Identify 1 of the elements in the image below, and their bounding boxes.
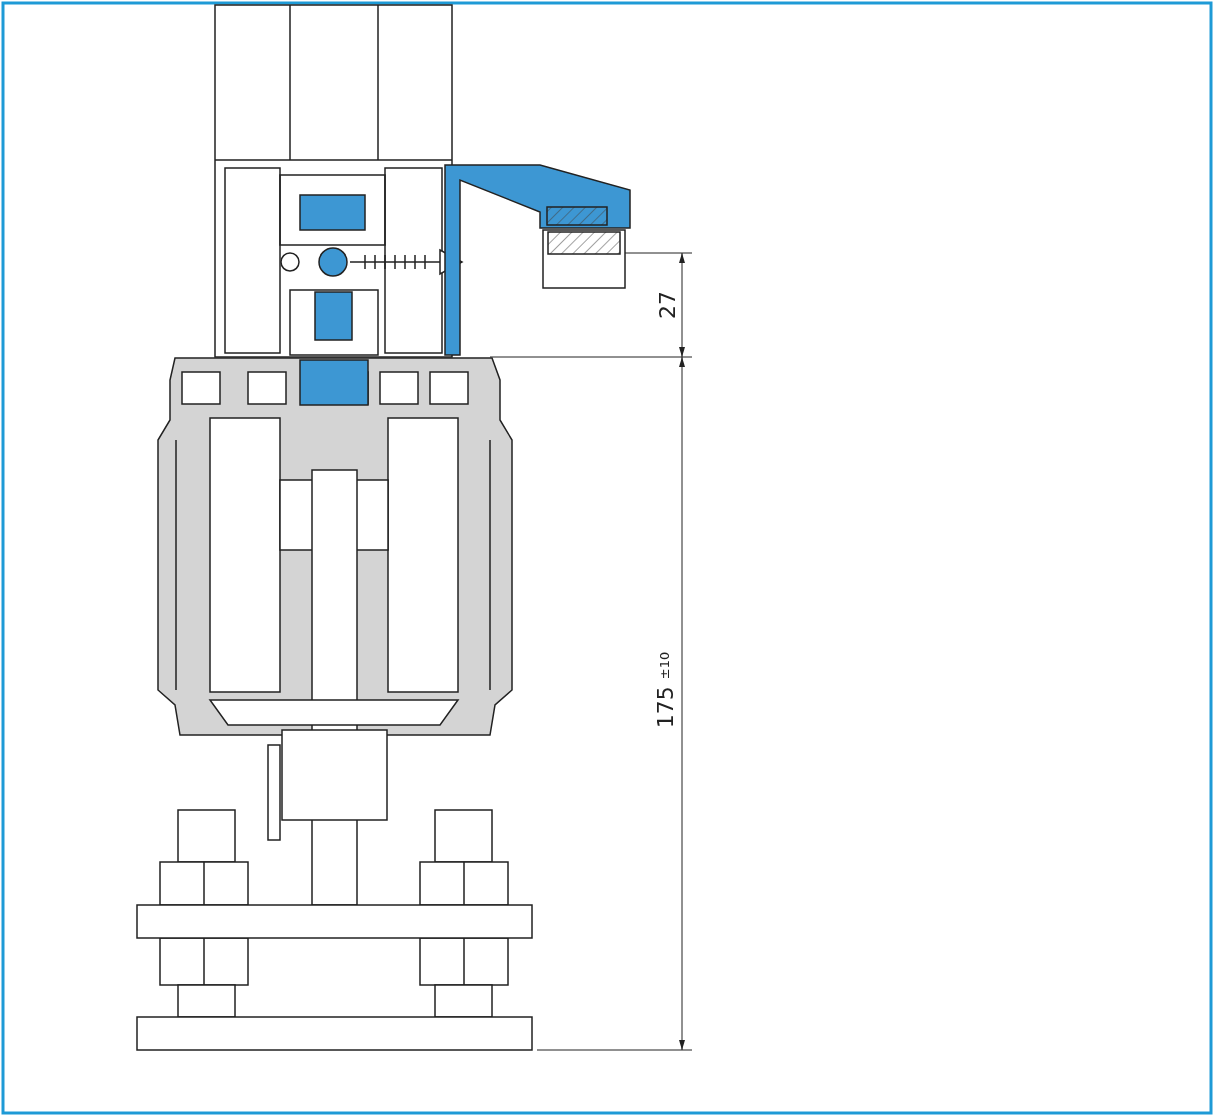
dimension-label: 27 [654,291,680,319]
